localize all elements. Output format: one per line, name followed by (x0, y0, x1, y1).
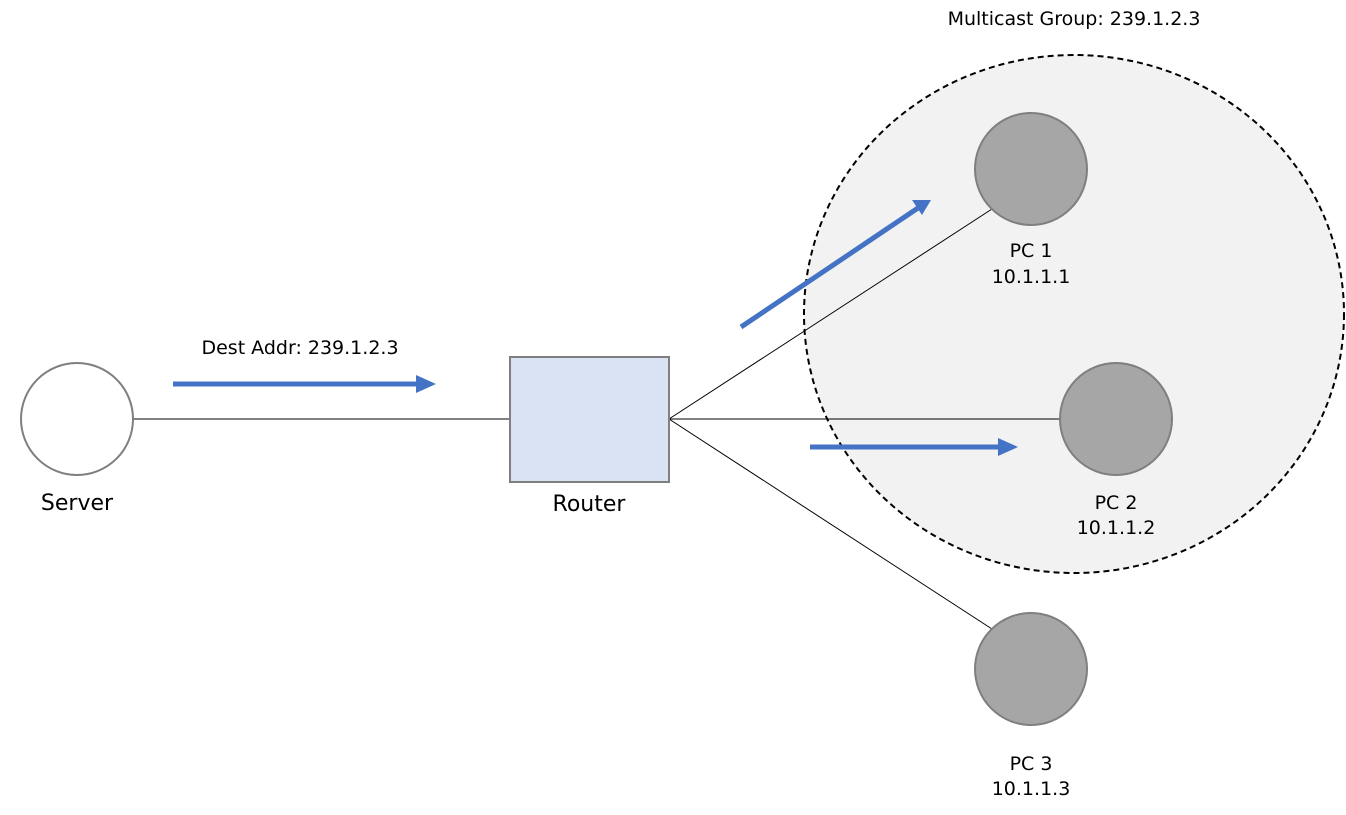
pc1-name-label: PC 1 (1009, 240, 1053, 262)
pc3-ip-label: 10.1.1.3 (991, 778, 1071, 800)
pc3-node (974, 612, 1088, 726)
pc2-name-label: PC 2 (1094, 492, 1138, 514)
pc2-ip-label: 10.1.1.2 (1076, 517, 1156, 539)
arrow-router-to-pc1 (739, 200, 931, 330)
multicast-group-region (803, 54, 1345, 574)
arrow-router-to-pc2 (810, 438, 1018, 456)
server-label: Server (40, 491, 114, 516)
router-node (509, 356, 670, 483)
link-router-pc1 (668, 208, 993, 420)
pc1-ip-label: 10.1.1.1 (991, 266, 1071, 288)
server-node (20, 362, 134, 476)
pc2-node (1059, 362, 1173, 476)
pc3-name-label: PC 3 (1009, 753, 1053, 775)
arrow-server-to-router (173, 375, 436, 393)
pc1-node (974, 112, 1088, 226)
router-label: Router (552, 492, 626, 517)
multicast-group-label: Multicast Group: 239.1.2.3 (947, 8, 1201, 30)
link-router-pc3 (668, 418, 993, 630)
dest-addr-label: Dest Addr: 239.1.2.3 (201, 337, 399, 359)
